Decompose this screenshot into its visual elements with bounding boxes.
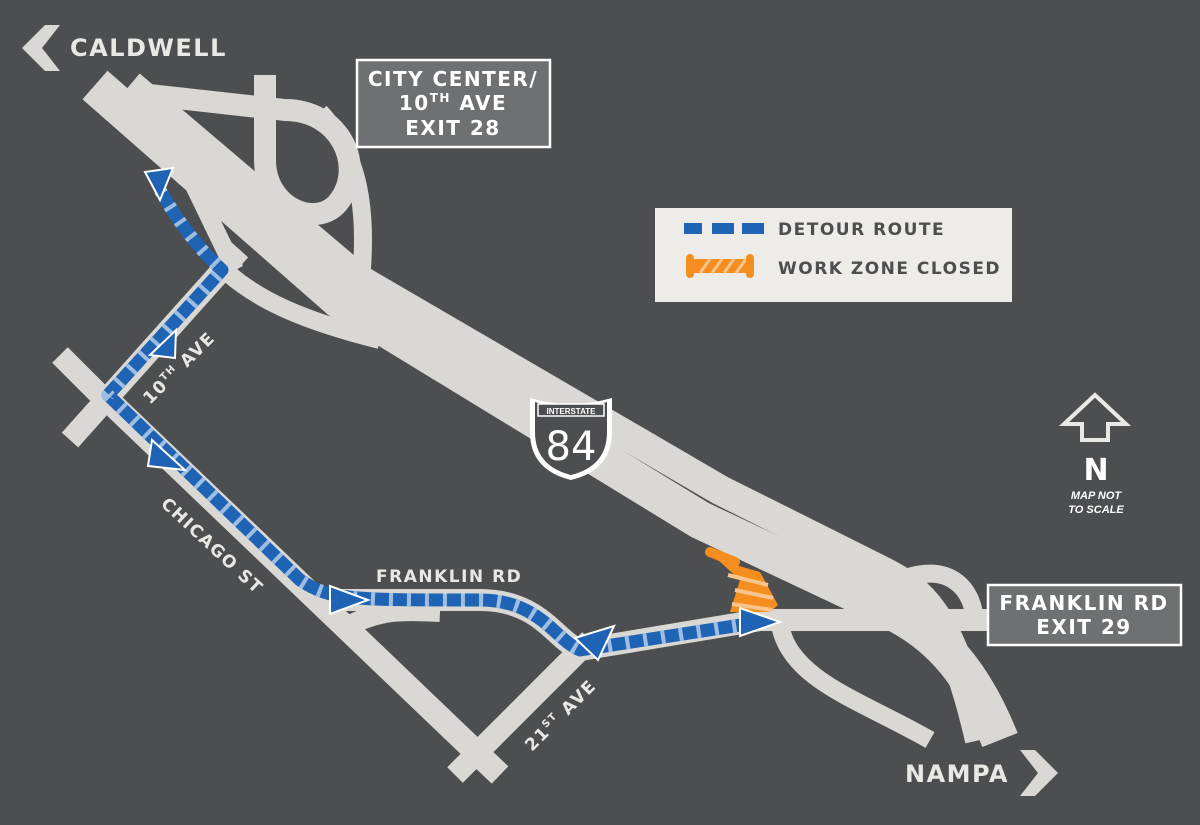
twentyfirst-ave-road	[447, 632, 598, 783]
exit-28-line3: EXIT 28	[405, 116, 500, 140]
exit-29-ramp-north	[896, 564, 984, 626]
shield-body	[535, 402, 607, 475]
detour-route	[101, 166, 784, 662]
exit-28-line1: CITY CENTER/	[368, 67, 538, 91]
exit-28-line2: 10TH AVE	[399, 91, 507, 115]
exit-29-ramp-south	[771, 622, 935, 748]
detour-arrow-1	[143, 166, 175, 203]
exit-28-sign: CITY CENTER/ 10TH AVE EXIT 28	[355, 58, 552, 149]
exit-28-line2-sup: TH	[430, 91, 451, 105]
caldwell-arrow-icon	[22, 25, 60, 71]
franklin-rd-label: FRANKLIN RD	[376, 567, 522, 587]
shield-number: 84	[546, 424, 597, 470]
franklin-link-road	[345, 601, 441, 635]
exit-28-sign-box	[355, 58, 552, 149]
cross-street-road	[52, 347, 118, 413]
exit-28-ramp-north	[142, 104, 244, 275]
legend-detour-label: DETOUR ROUTE	[778, 220, 945, 240]
legend-closed-label: WORK ZONE CLOSED	[778, 259, 1001, 279]
detour-arrow-6	[739, 606, 784, 638]
interstate-84-lane	[120, 73, 995, 744]
exit-29-sign: FRANKLIN RD EXIT 29	[986, 583, 1183, 647]
tenth-ave-rest: AVE	[171, 328, 220, 377]
road-network	[52, 70, 1018, 784]
exit-28-line2-num: 10	[399, 91, 430, 115]
work-zone-closure	[705, 547, 778, 612]
scale-note-line1: MAP NOT	[1071, 490, 1123, 502]
detour-arrow-5	[573, 624, 616, 662]
detour-arrow-2	[147, 327, 178, 360]
north-arrow-icon	[1058, 392, 1132, 442]
nampa-label: NAMPA	[905, 760, 1009, 788]
shield-banner	[537, 403, 605, 417]
exit-29-line2: EXIT 29	[1036, 615, 1131, 639]
exit-28-ramp-east	[313, 105, 373, 291]
legend-detour-swatch	[684, 223, 764, 234]
map-legend: DETOUR ROUTE WORK ZONE CLOSED	[655, 208, 1012, 302]
detour-arrow-4	[329, 584, 371, 616]
north-arrow-shape	[1058, 392, 1132, 442]
detour-arrow-3	[146, 438, 188, 472]
work-zone-barrier-top	[705, 547, 740, 567]
exit-29-sign-box	[986, 583, 1183, 647]
interstate-84-shield-icon: INTERSTATE 84	[530, 398, 612, 480]
legend-work-zone-swatch	[686, 254, 754, 278]
north-letter: N	[1083, 453, 1108, 488]
exit-28-onramp	[224, 268, 383, 349]
scale-note-line2: TO SCALE	[1068, 504, 1124, 516]
shield-top-label: INTERSTATE	[546, 407, 596, 416]
nampa-arrow-icon	[1020, 750, 1058, 796]
work-zone-hatch	[718, 560, 778, 612]
exit-29-line1: FRANKLIN RD	[999, 591, 1168, 615]
caldwell-label: CALDWELL	[70, 34, 227, 62]
work-zone-stripes	[727, 573, 774, 612]
exit-28-line2-rest: AVE	[451, 91, 507, 115]
